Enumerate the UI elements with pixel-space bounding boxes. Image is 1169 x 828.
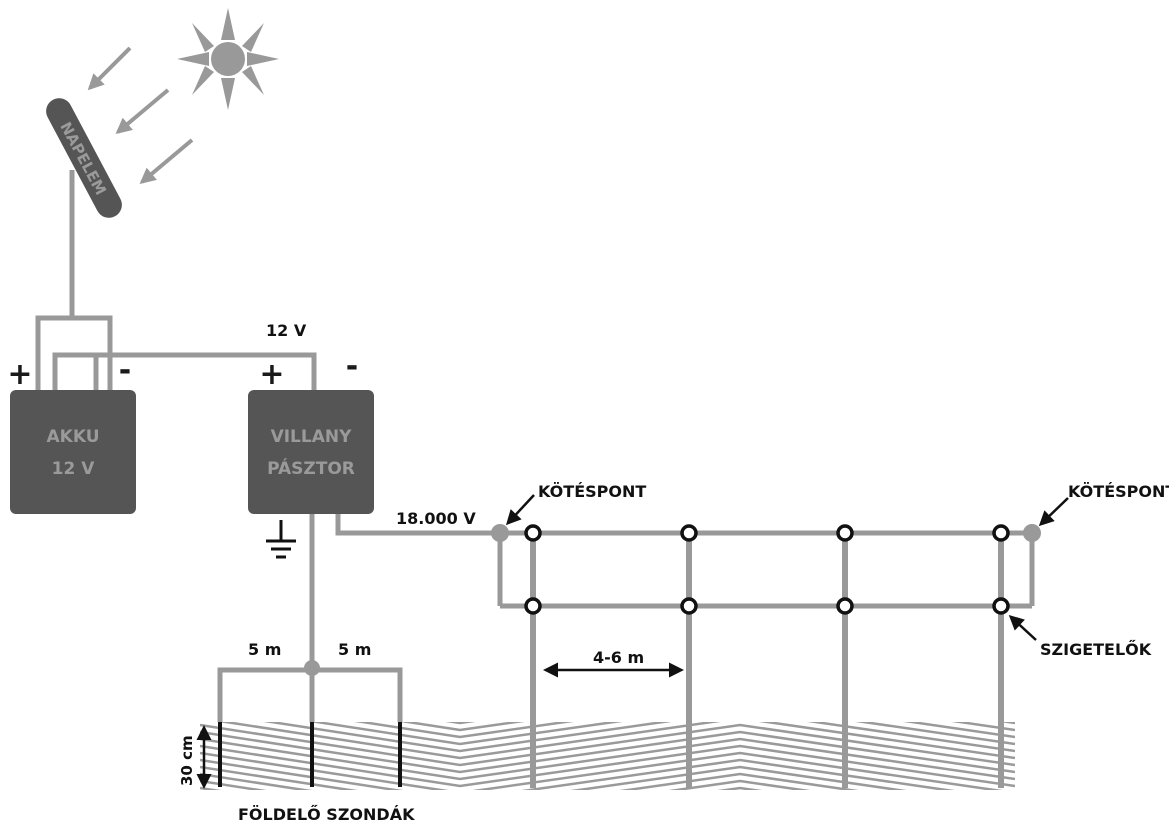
insulators (524, 524, 1010, 615)
energizer-plus-sign: + (259, 357, 284, 392)
sun-icon (177, 8, 279, 110)
ground-symbol-icon (266, 520, 296, 559)
energizer-label-line2: PÁSZTOR (267, 457, 355, 479)
junction-left-label: KÖTÉSPONT (538, 482, 646, 501)
soil-hatching (200, 669, 1015, 790)
battery-minus-sign: - (119, 353, 131, 388)
wiring (35, 170, 1035, 722)
soil-hatch-line (200, 744, 1015, 788)
battery-label-line1: AKKU (46, 427, 99, 447)
soil-hatch-line (308, 722, 1015, 746)
ground-rods (218, 722, 402, 787)
energizer-label-line1: VILLANY (271, 427, 353, 447)
battery-plus-sign: + (7, 357, 32, 392)
pointer-arrows (196, 494, 1069, 789)
solar-panel-icon: NAPELEM (46, 98, 122, 218)
energizer-box: VILLANY PÁSZTOR + - (248, 349, 374, 514)
soil-hatch-line (263, 722, 1015, 753)
junction-right-label: KÖTÉSPONT (1068, 482, 1169, 501)
ground-right-label: 5 m (338, 640, 371, 659)
soil-hatch-line (200, 669, 1015, 709)
sunlight-arrows (87, 46, 194, 185)
voltage-low-label: 12 V (266, 321, 307, 340)
soil-hatch-line (217, 722, 1015, 760)
energizer-minus-sign: - (346, 349, 358, 384)
ground-junction (304, 660, 320, 676)
soil-hatch-line (200, 676, 1015, 716)
depth-label: 30 cm (178, 735, 196, 786)
soil-hatch-line (200, 765, 907, 790)
ground-rods-label: FÖLDELŐ SZONDÁK (238, 804, 415, 824)
soil-hatch-line (200, 730, 1015, 774)
soil-hatch-line (200, 751, 1004, 790)
voltage-high-label: 18.000 V (396, 509, 476, 528)
soil-hatch-line (200, 723, 1015, 767)
soil-hatch-line (200, 737, 1015, 781)
battery-label-line2: 12 V (52, 459, 96, 479)
junction-points (491, 524, 1041, 542)
post-spacing-label: 4-6 m (593, 648, 644, 667)
soil-hatch-line (200, 758, 955, 790)
insulators-label: SZIGETELŐK (1040, 639, 1152, 659)
battery-box: AKKU 12 V + - (7, 353, 136, 514)
fence-posts (530, 533, 1004, 788)
ground-left-label: 5 m (248, 640, 281, 659)
soil-hatch-line (445, 722, 1015, 725)
